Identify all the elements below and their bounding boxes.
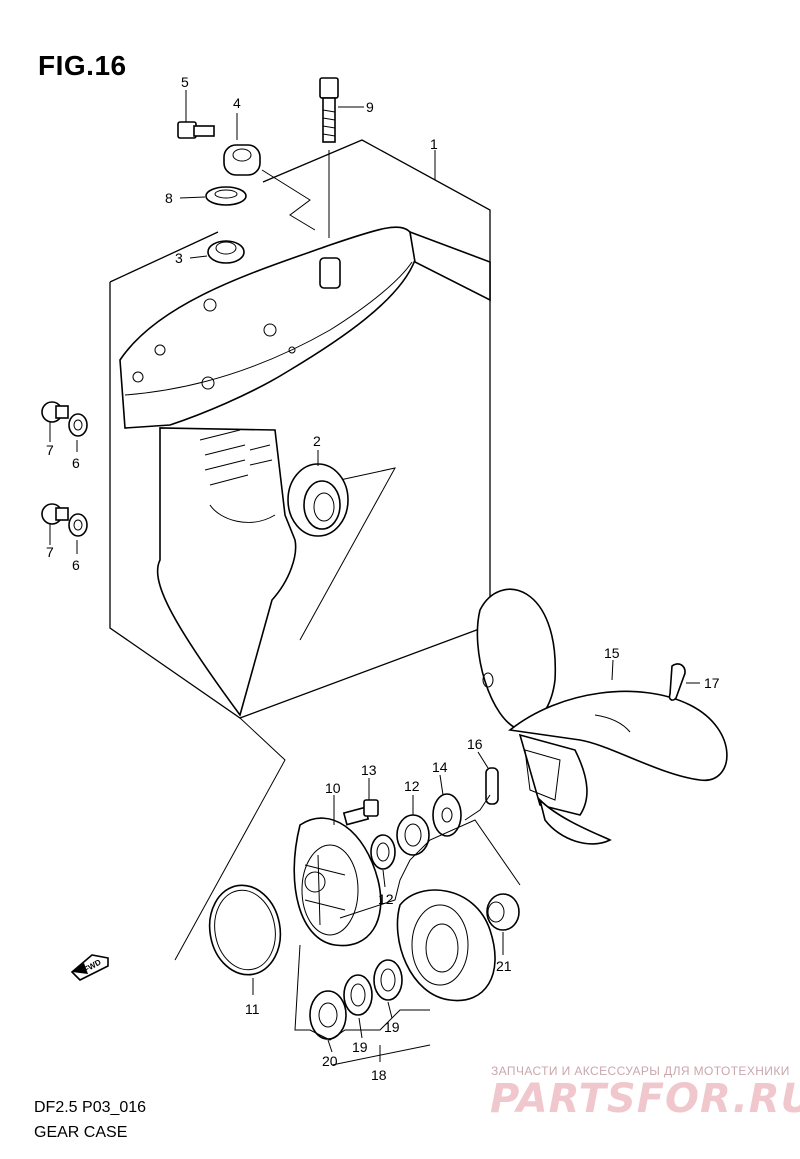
callout-leaders <box>49 90 700 1066</box>
bushing-part-3 <box>207 240 245 264</box>
callout-6-upper: 6 <box>72 455 80 471</box>
fwd-arrow-icon: FWD <box>70 954 109 981</box>
watermark-tagline: ЗАПЧАСТИ И АКСЕССУАРЫ ДЛЯ МОТОТЕХНИКИ <box>491 1064 790 1078</box>
callout-14: 14 <box>432 759 448 775</box>
gear-housing-assembly <box>396 889 496 1002</box>
bearing-part-19-left <box>343 974 373 1016</box>
callout-19-left: 19 <box>352 1039 368 1055</box>
callout-12-lower: 12 <box>378 891 394 907</box>
plug-part-7-upper <box>41 401 69 423</box>
callout-2: 2 <box>313 433 321 449</box>
callout-8: 8 <box>165 190 173 206</box>
bearing-part-12-lower <box>370 834 396 870</box>
collar-part-4 <box>223 144 261 176</box>
callout-6-lower: 6 <box>72 557 80 573</box>
callout-4: 4 <box>233 95 241 111</box>
bearing-part-12-upper <box>396 814 430 856</box>
bolt-part-9 <box>319 77 339 143</box>
callout-11: 11 <box>245 1001 260 1017</box>
callout-19-right: 19 <box>384 1019 400 1035</box>
callout-13: 13 <box>361 762 377 778</box>
oil-seal-part-8 <box>205 186 247 206</box>
bearing-part-2 <box>287 463 349 537</box>
shear-pin-part-16 <box>485 767 499 805</box>
gasket-part-6-lower <box>68 513 88 537</box>
callout-15: 15 <box>604 645 620 661</box>
callout-21: 21 <box>496 958 512 974</box>
o-ring-part-11 <box>208 884 282 976</box>
washer-part-14 <box>432 793 462 837</box>
callout-3: 3 <box>175 250 183 266</box>
callout-10: 10 <box>325 780 341 796</box>
model-code: DF2.5 P03_016 <box>34 1099 147 1116</box>
callout-5: 5 <box>181 74 189 90</box>
shaft-housing-part-10 <box>293 817 382 947</box>
gasket-part-6-upper <box>68 413 88 437</box>
watermark-logo: PARTSFOR.RU <box>490 1076 800 1122</box>
callout-labels: 1 2 3 4 5 6 6 7 7 8 9 10 11 12 12 13 14 … <box>46 74 720 1083</box>
callout-16: 16 <box>467 736 483 752</box>
plug-part-7-lower <box>41 503 69 525</box>
bearing-part-19-right <box>373 959 403 1001</box>
callout-9: 9 <box>366 99 374 115</box>
callout-20: 20 <box>322 1053 338 1069</box>
callout-7-upper: 7 <box>46 442 54 458</box>
section-name: GEAR CASE <box>34 1124 128 1141</box>
callout-1: 1 <box>430 136 438 152</box>
callout-17: 17 <box>704 675 720 691</box>
gear-case-housing <box>119 226 491 961</box>
oil-seal-part-21 <box>486 893 520 931</box>
bolt-part-5 <box>177 121 215 139</box>
oil-seal-part-20 <box>309 990 347 1040</box>
callout-7-lower: 7 <box>46 544 54 560</box>
callout-18: 18 <box>371 1067 387 1083</box>
callout-12-upper: 12 <box>404 778 420 794</box>
propeller-part-15 <box>476 588 728 845</box>
cotter-pin-part-17 <box>668 663 686 701</box>
assembly-guide-lines <box>261 150 521 1041</box>
bolt-part-13 <box>342 799 379 826</box>
figure-title: FIG.16 <box>38 50 127 81</box>
